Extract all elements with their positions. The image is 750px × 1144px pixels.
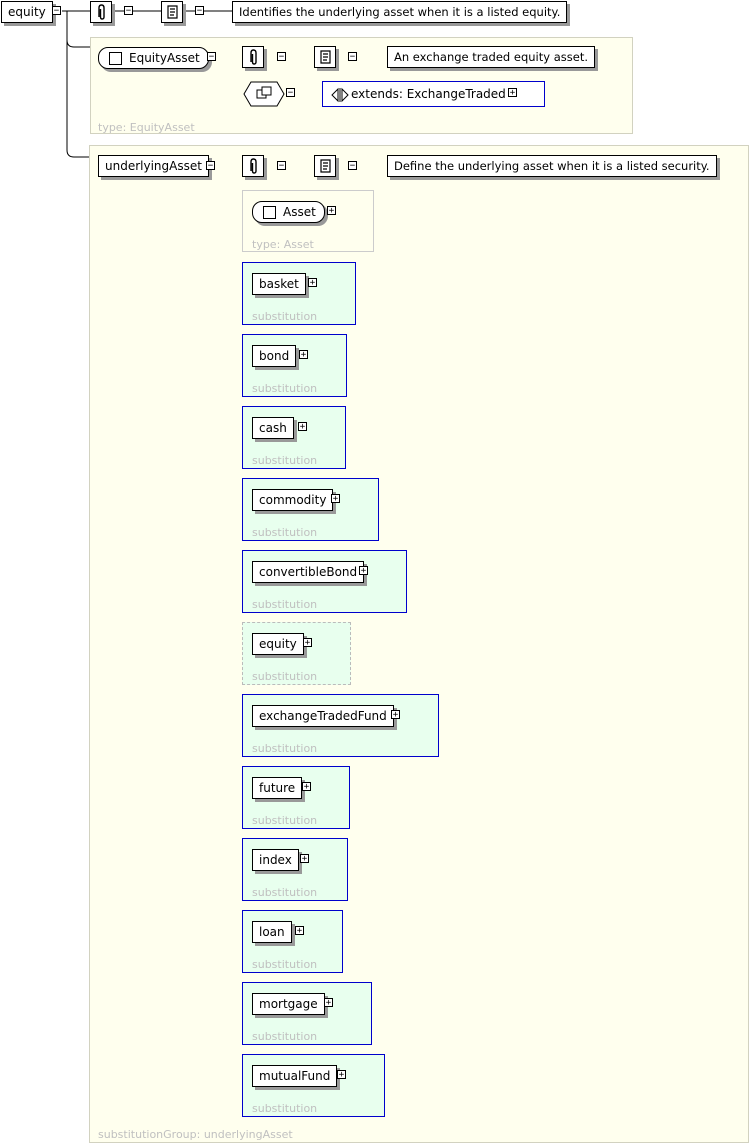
expand-toggle-cash[interactable]: +	[298, 422, 307, 432]
scroll-icon	[320, 50, 331, 64]
substitution-label: substitution	[252, 670, 318, 683]
extends-exchange-traded[interactable]: extends: ExchangeTraded	[322, 81, 545, 107]
collapse-toggle-equity[interactable]: −	[52, 6, 61, 16]
paperclip-icon	[250, 49, 257, 65]
element-equity-substitution[interactable]: equity	[252, 633, 304, 655]
collapse-toggle-extension[interactable]: −	[286, 88, 295, 98]
expand-toggle-mortgage[interactable]: +	[324, 998, 333, 1008]
element-index[interactable]: index	[252, 849, 299, 871]
collapse-toggle-underlying-asset[interactable]: −	[206, 161, 215, 171]
complex-type-icon	[109, 52, 122, 65]
substitution-label: substitution	[252, 1102, 318, 1115]
complex-type-asset[interactable]: Asset	[252, 201, 325, 223]
collapse-toggle-doc-3[interactable]: −	[348, 161, 357, 171]
paperclip-icon	[250, 158, 257, 174]
paperclip-icon	[98, 4, 105, 20]
expand-toggle-index[interactable]: +	[300, 854, 309, 864]
element-bond[interactable]: bond	[252, 345, 297, 367]
substitution-label: substitution	[252, 454, 318, 467]
collapse-toggle-doc[interactable]: −	[195, 6, 204, 16]
expand-toggle-loan[interactable]: +	[295, 926, 304, 936]
type-label-equity-asset: type: EquityAsset	[98, 121, 195, 134]
element-commodity[interactable]: commodity	[252, 489, 334, 511]
substitution-label: substitution	[252, 958, 318, 971]
collapse-toggle-sequence-3[interactable]: −	[277, 161, 286, 171]
complex-type-asset-label: Asset	[283, 205, 316, 219]
substitution-label: substitution	[252, 814, 318, 827]
substitution-label: substitution	[252, 1030, 318, 1043]
substitution-group-label: substitutionGroup: underlyingAsset	[98, 1128, 293, 1141]
substitution-label: substitution	[252, 310, 318, 323]
collapse-toggle-equity-asset[interactable]: −	[207, 52, 216, 62]
element-mutual-fund[interactable]: mutualFund	[252, 1065, 338, 1087]
documentation-icon-2[interactable]	[314, 46, 336, 68]
expand-toggle-asset[interactable]: +	[327, 206, 336, 216]
substitution-label: substitution	[252, 598, 318, 611]
complex-type-icon	[263, 206, 276, 219]
expand-toggle-exchange-traded-fund[interactable]: +	[391, 710, 400, 720]
element-convertible-bond[interactable]: convertibleBond	[252, 561, 365, 583]
extends-label: extends: ExchangeTraded	[351, 87, 506, 101]
substitution-label: substitution	[252, 526, 318, 539]
sequence-compositor-icon[interactable]	[90, 1, 112, 23]
complex-type-equity-asset[interactable]: EquityAsset	[98, 47, 209, 69]
expand-toggle-convertible-bond[interactable]: +	[359, 566, 368, 576]
element-loan[interactable]: loan	[252, 921, 292, 943]
element-exchange-traded-fund[interactable]: exchangeTradedFund	[252, 705, 394, 727]
expand-toggle-bond[interactable]: +	[299, 350, 308, 360]
element-underlying-asset-label: underlyingAsset	[105, 159, 202, 173]
collapse-toggle-sequence-2[interactable]: −	[277, 52, 286, 62]
expand-toggle-mutual-fund[interactable]: +	[337, 1070, 346, 1080]
element-equity[interactable]: equity	[1, 1, 53, 23]
expand-toggle-basket[interactable]: +	[308, 278, 317, 288]
element-mortgage[interactable]: mortgage	[252, 993, 325, 1015]
documentation-icon-3[interactable]	[314, 155, 336, 177]
complex-type-label: EquityAsset	[129, 51, 200, 65]
scroll-icon	[167, 5, 178, 19]
expand-toggle-exchange-traded[interactable]: +	[508, 88, 517, 98]
element-future[interactable]: future	[252, 777, 303, 799]
extension-arrows-icon	[331, 87, 349, 103]
sequence-compositor-icon-2[interactable]	[242, 46, 264, 68]
expand-toggle-equity-substitution[interactable]: +	[303, 638, 312, 648]
element-equity-label: equity	[8, 5, 46, 19]
expand-toggle-commodity[interactable]: +	[331, 494, 340, 504]
annotation-underlying-asset: Define the underlying asset when it is a…	[387, 155, 717, 177]
collapse-toggle-sequence[interactable]: −	[124, 6, 133, 16]
sequence-compositor-icon-3[interactable]	[242, 155, 264, 177]
type-label-asset: type: Asset	[252, 238, 314, 251]
element-cash[interactable]: cash	[252, 417, 294, 439]
expand-toggle-future[interactable]: +	[302, 782, 311, 792]
annotation-equity-asset: An exchange traded equity asset.	[387, 46, 595, 68]
element-underlying-asset[interactable]: underlyingAsset	[98, 155, 209, 177]
scroll-icon	[320, 159, 331, 173]
documentation-icon[interactable]	[161, 1, 183, 23]
element-basket[interactable]: basket	[252, 273, 306, 295]
underlying-asset-region	[89, 145, 749, 1143]
substitution-label: substitution	[252, 886, 318, 899]
extension-compositor-icon[interactable]	[243, 81, 285, 107]
substitution-label: substitution	[252, 742, 318, 755]
substitution-label: substitution	[252, 382, 318, 395]
annotation-equity: Identifies the underlying asset when it …	[232, 1, 568, 23]
collapse-toggle-doc-2[interactable]: −	[348, 52, 357, 62]
